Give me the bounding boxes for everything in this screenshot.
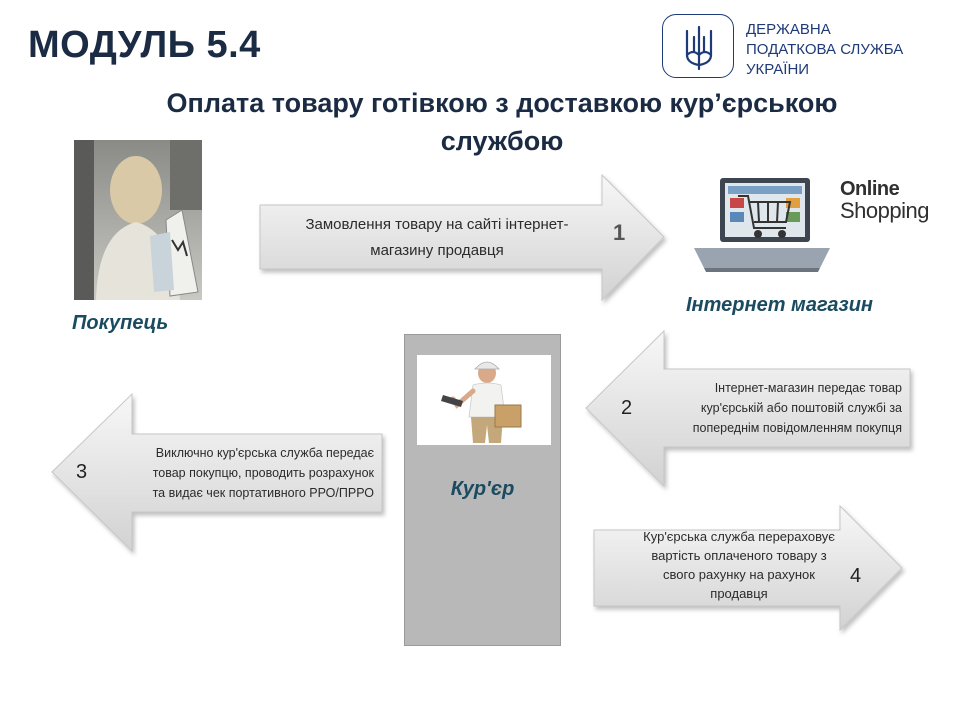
step-4-line-1: Кур'єрська служба перераховує [643,529,835,544]
org-name-line-2: ПОДАТКОВА СЛУЖБА [746,41,904,58]
step-2-line-2: кур'єрській або поштовій службі за [700,401,902,415]
step-3-line-2: товар покупцю, проводить розрахунок [152,466,374,480]
module-title: МОДУЛЬ 5.4 [28,24,261,66]
subtitle-line-2: службою [440,126,564,156]
step-2-line-1: Інтернет-магазин передає товар [714,381,902,395]
step-4-text: Кур'єрська служба перераховує вартість о… [604,527,874,603]
trident-icon [662,14,734,78]
step-4-arrow [593,504,903,632]
step-4-line-3: свого рахунку на рахунок [663,567,815,582]
step-1-number: 1 [613,220,626,245]
online-shopping-logo: Online Shopping [840,178,929,222]
step-3-line-3: та видає чек портативного РРО/ПРРО [152,486,374,500]
step-2-arrow [585,329,911,488]
step-2-text: Інтернет-магазин передає товар кур'єрськ… [642,378,902,438]
step-1-arrow [259,173,665,302]
step-4-line-4: продавця [710,586,768,601]
courier-label: Кур'єр [450,478,515,500]
step-3-line-1: Виключно кур'єрська служба передає [155,446,374,460]
shopper-woman-photo [74,140,202,300]
step-3-arrow [51,392,383,553]
online-logo-line-2: Shopping [840,198,929,223]
step-1-text: Замовлення товару на сайті інтернет- маг… [266,212,608,264]
laptop-shopping-cart-photo [692,172,832,276]
buyer-label: Покупець [72,312,169,334]
delivery-man-photo [417,355,551,445]
step-1-line-2: магазину продавця [370,242,504,259]
step-4-line-2: вартість оплаченого товару з [651,548,827,563]
shop-label: Інтернет магазин [686,294,873,316]
step-2-line-3: попереднім повідомленням покупця [692,421,902,435]
step-3-number: 3 [76,461,88,483]
org-name-line-1: ДЕРЖАВНА [746,21,831,38]
subtitle-line-1: Оплата товару готівкою з доставкою кур’є… [166,88,838,118]
org-name-line-3: УКРАЇНИ [746,61,810,78]
step-1-line-1: Замовлення товару на сайті інтернет- [305,216,569,233]
online-logo-line-1: Online [840,178,900,200]
step-2-number: 2 [621,397,633,419]
step-4-number: 4 [850,565,862,587]
org-name: ДЕРЖАВНА ПОДАТКОВА СЛУЖБА УКРАЇНИ [746,20,903,80]
step-3-text: Виключно кур'єрська служба передає товар… [104,443,374,503]
slide-subtitle: Оплата товару готівкою з доставкою кур’є… [90,84,914,160]
